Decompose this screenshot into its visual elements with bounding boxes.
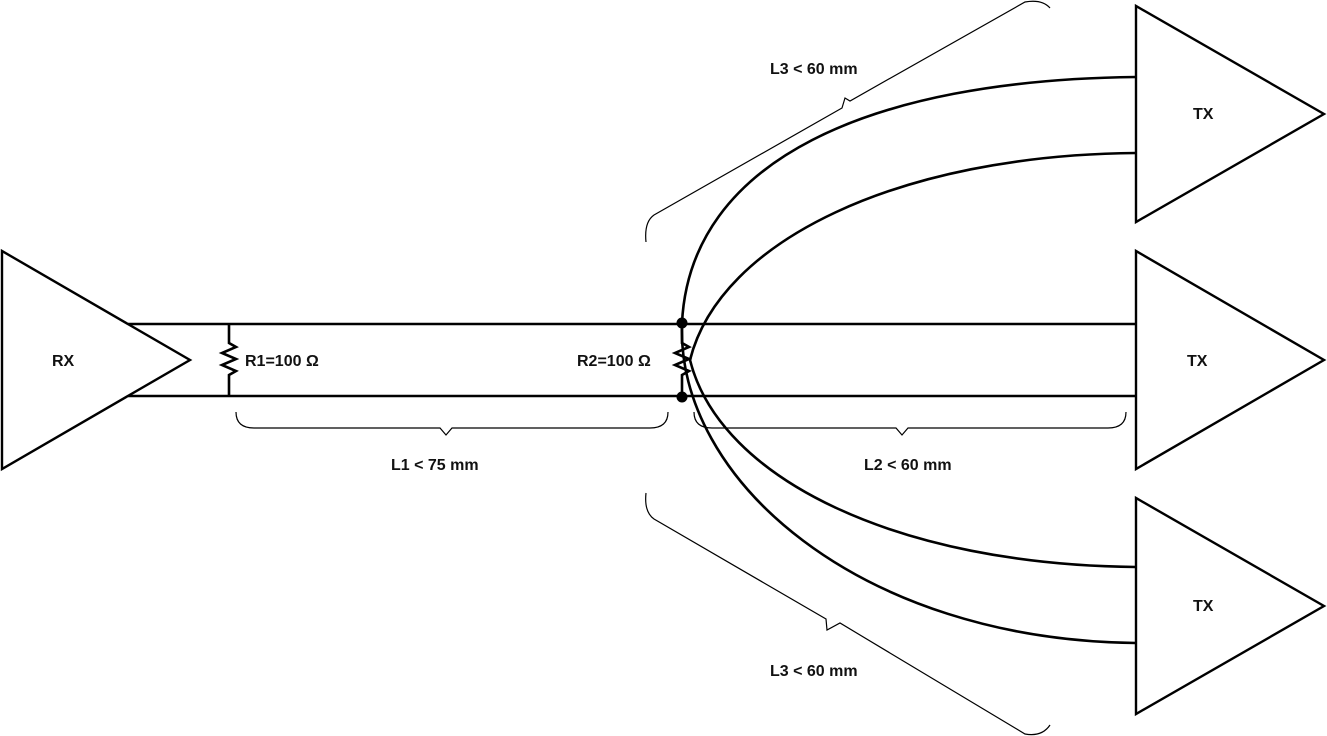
main-differential-pair — [128, 322, 1136, 398]
branch-trace-inner — [688, 151, 1137, 569]
l1-label: L1 < 75 mm — [391, 457, 479, 474]
l3-top-dimension-brace: L3 < 60 mm — [645, 0, 1051, 243]
resistor-icon — [218, 324, 240, 396]
l3-bottom-label: L3 < 60 mm — [770, 663, 858, 680]
l3-bottom-dimension-brace: L3 < 60 mm — [645, 492, 1051, 736]
tx-triangle-icon — [1134, 495, 1327, 717]
r1-resistor: R1=100 Ω — [218, 324, 319, 396]
tx-transmitter-middle: TX — [1134, 248, 1327, 472]
r1-label: R1=100 Ω — [245, 353, 319, 370]
r2-resistor: R2=100 Ω — [577, 317, 693, 403]
rx-label: RX — [52, 353, 75, 370]
tx-transmitter-bottom: TX — [1134, 495, 1327, 717]
l1-dimension-brace: L1 < 75 mm — [235, 411, 669, 474]
tx-triangle-icon — [1134, 248, 1327, 472]
r2-label: R2=100 Ω — [577, 353, 651, 370]
rx-receiver: RX — [0, 248, 193, 472]
rx-triangle-icon — [0, 248, 193, 472]
l3-top-label: L3 < 60 mm — [770, 61, 858, 78]
branch-trace-outer — [680, 75, 1137, 645]
brace-icon — [235, 411, 669, 436]
tx-triangle-icon — [1134, 3, 1327, 225]
brace-icon — [645, 492, 1051, 736]
tx-top-label: TX — [1193, 106, 1214, 123]
brace-icon — [645, 0, 1051, 243]
brace-icon — [693, 411, 1127, 436]
l2-dimension-brace: L2 < 60 mm — [693, 411, 1127, 474]
junction-dot-bottom — [676, 391, 688, 403]
tx-bottom-label: TX — [1193, 598, 1214, 615]
tx-middle-label: TX — [1187, 353, 1208, 370]
tx-transmitter-top: TX — [1134, 3, 1327, 225]
branch-traces — [680, 75, 1137, 645]
l2-label: L2 < 60 mm — [864, 457, 952, 474]
